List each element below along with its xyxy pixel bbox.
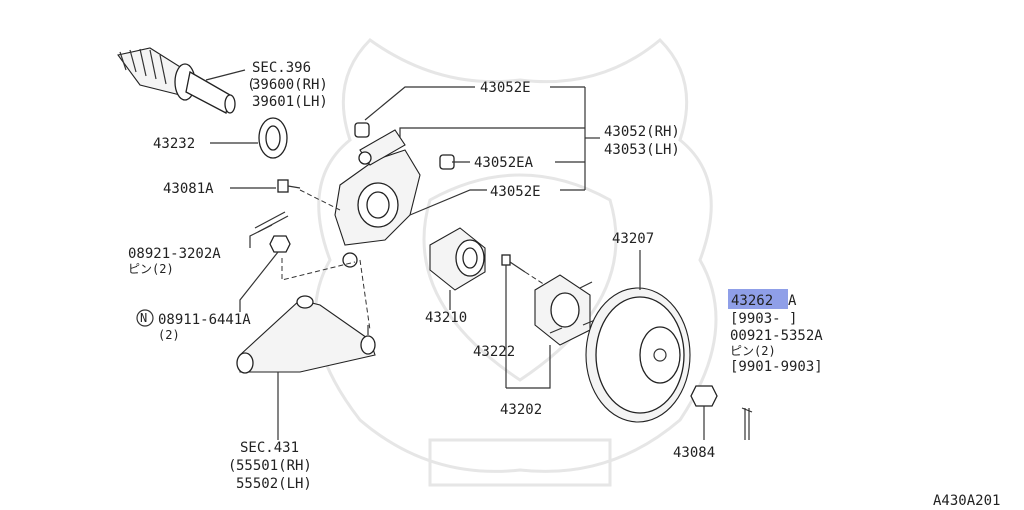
cotter-pin-right-icon [744, 408, 750, 440]
part-00921-label: 00921-5352A [730, 328, 823, 344]
hub-bearing [429, 227, 486, 291]
part-55501-label: 55501(RH) [236, 458, 312, 474]
lower-arm [236, 295, 376, 374]
paren-open: ( [247, 77, 255, 93]
suffix-a-label: A [788, 293, 797, 309]
n-circle-icon [136, 309, 154, 327]
part-39601-label: 39601(LH) [252, 94, 328, 110]
nut-08911 [269, 235, 291, 253]
figure-id-label: A430A201 [933, 493, 1000, 509]
pin-qty-a-label: ピン(2) [128, 262, 174, 276]
part-43052e-top-label: 43052E [480, 80, 531, 96]
date-9903-label: [9903- ] [730, 311, 797, 327]
drive-shaft [117, 47, 246, 114]
part-08911-label: 08911-6441A [158, 312, 251, 328]
sec431-label: SEC.431 [240, 440, 299, 456]
part-43207-label: 43207 [612, 231, 654, 247]
cotter-pin-icon [254, 211, 289, 233]
wheel-hub [534, 274, 596, 346]
part-08921-label: 08921-3202A [128, 246, 221, 262]
date-9901-label: [9901-9903] [730, 359, 823, 375]
part-43210-label: 43210 [425, 310, 467, 326]
bolt-43081a [277, 179, 301, 193]
part-43262-label[interactable]: 43262 [731, 293, 773, 309]
sec396-label: SEC.396 [252, 60, 311, 76]
part-43222-label: 43222 [473, 344, 515, 360]
knuckle [334, 122, 455, 268]
watermark-emblem [313, 37, 718, 487]
brake-rotor [585, 287, 691, 423]
highlight-box [728, 289, 788, 309]
part-43052e-bottom-label: 43052E [490, 184, 541, 200]
part-43202-label: 43202 [500, 402, 542, 418]
pin-qty-b-label: ピン(2) [730, 344, 776, 358]
paren-open-2: ( [228, 458, 236, 474]
oil-seal [258, 117, 288, 159]
part-43052-rh-label: 43052(RH) [604, 124, 680, 140]
qty-2-label: (2) [158, 328, 180, 342]
n-mark-label: N [140, 311, 147, 325]
part-43053-lh-label: 43053(LH) [604, 142, 680, 158]
part-39600-label: 39600(RH) [252, 77, 328, 93]
hub-nut [690, 385, 718, 407]
part-43084-label: 43084 [673, 445, 715, 461]
part-43232-label: 43232 [153, 136, 195, 152]
part-43052ea-label: 43052EA [474, 155, 534, 171]
part-43081a-label: 43081A [163, 181, 214, 197]
part-55502-label: 55502(LH) [236, 476, 312, 492]
